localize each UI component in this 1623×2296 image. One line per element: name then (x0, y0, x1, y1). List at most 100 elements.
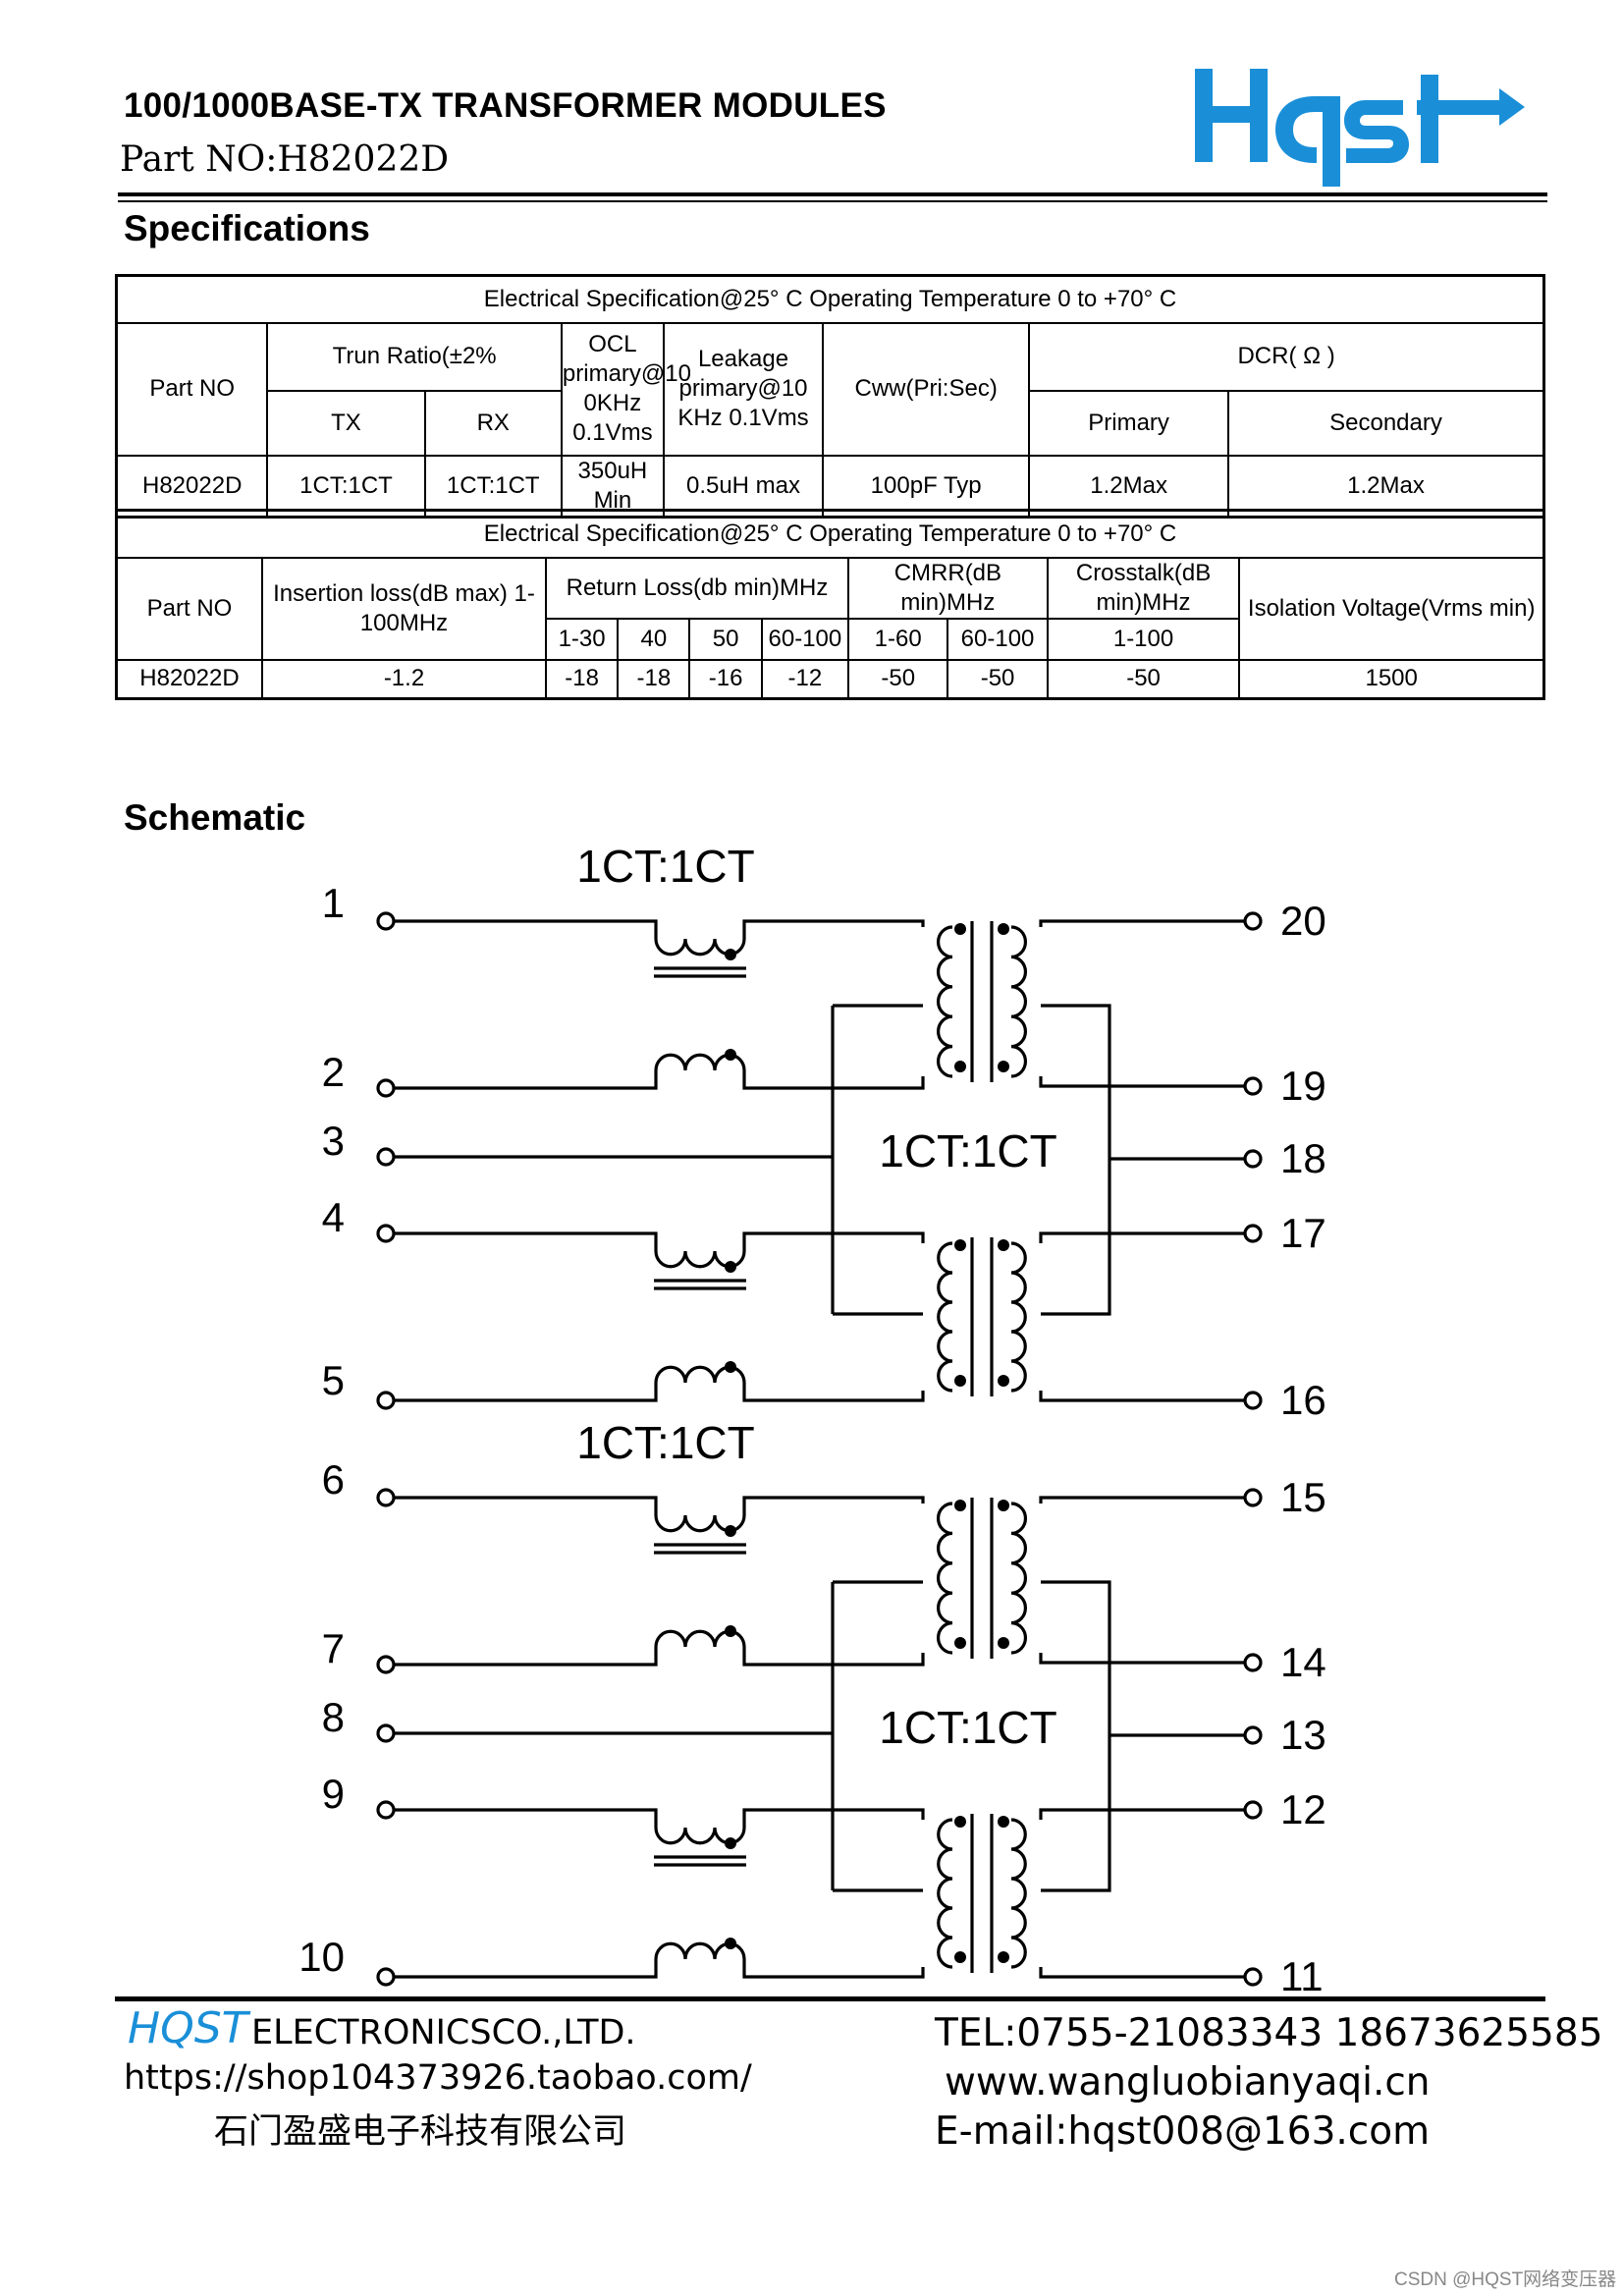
col-header-dcr-secondary: Secondary (1226, 389, 1545, 457)
pin-terminal (1243, 1391, 1263, 1410)
polarity-dot (954, 1061, 966, 1072)
rl-band: 1-30 (544, 617, 620, 661)
pin-label: 17 (1280, 1210, 1326, 1256)
pin-label: 13 (1280, 1712, 1326, 1758)
polarity-dot (725, 1938, 736, 1949)
cell-part: H82022D (115, 658, 263, 700)
wire (742, 1383, 925, 1402)
cell-dcr-primary: 1.2Max (1028, 454, 1229, 518)
pin-label: 20 (1280, 898, 1326, 944)
electrical-spec-table-1: Electrical Specification@25° C Operating… (115, 274, 1545, 519)
col-header-leakage: Leakage primary@10 KHz 0.1Vms (662, 321, 825, 457)
cell-crosstalk: -50 (1046, 658, 1241, 700)
polarity-dot (998, 1061, 1009, 1072)
col-header-cww: Cww(Pri:Sec) (822, 321, 1031, 457)
pin-label: 2 (322, 1049, 345, 1095)
polarity-dot (725, 1261, 736, 1273)
document-title: 100/1000BASE-TX TRANSFORMER MODULES (124, 86, 887, 125)
transformer-winding (1010, 1241, 1027, 1393)
transformer-winding (937, 925, 953, 1078)
col-header-tx: TX (266, 389, 426, 457)
col-header-insertion-loss: Insertion loss(dB max) 1-100MHz (261, 556, 547, 661)
col-header-rx: RX (423, 389, 563, 457)
cmrr-band: 1-60 (847, 617, 949, 661)
footer-shop-link[interactable]: https://shop104373926.taobao.com/ (124, 2058, 752, 2098)
pin-label: 6 (322, 1456, 345, 1503)
specifications-heading: Specifications (124, 208, 370, 248)
pin-label: 18 (1280, 1135, 1326, 1181)
pin-terminal (1243, 1076, 1263, 1096)
cell-rl: -18 (544, 658, 620, 700)
wire (742, 919, 925, 939)
pin-label: 19 (1280, 1063, 1326, 1109)
schematic-heading: Schematic (124, 797, 306, 838)
pin-terminal (376, 1967, 396, 1987)
col-header-dcr-primary: Primary (1028, 389, 1229, 457)
wire (394, 1383, 658, 1402)
transformer-ratio-label: 1CT:1CT (879, 1702, 1056, 1753)
wire (742, 1496, 925, 1515)
wire (394, 1231, 658, 1251)
transformer-winding (1010, 1818, 1027, 1969)
cell-ocl: 350uH Min (560, 454, 665, 518)
table-row: H82022D -1.2 -18 -18 -16 -12 -50 -50 -50… (115, 658, 1545, 700)
pin-terminal (376, 1147, 396, 1167)
polarity-dot (998, 1239, 1009, 1251)
transformer-winding (937, 1818, 953, 1969)
part-number: Part NO:H82022D (120, 139, 450, 180)
wire (1039, 1076, 1245, 1088)
wire (1039, 1808, 1245, 1820)
cell-cww: 100pF Typ (822, 454, 1031, 518)
table-row: H82022D 1CT:1CT 1CT:1CT 350uH Min 0.5uH … (115, 454, 1545, 518)
polarity-dot (998, 1951, 1009, 1963)
transformer-winding (1010, 1502, 1027, 1655)
polarity-dot (998, 1500, 1009, 1511)
wire (1039, 1496, 1245, 1503)
pin-terminal (1243, 1488, 1263, 1507)
transformer-schematic: 1234520191817161CT:1CT1CT:1CT67891015141… (298, 841, 1326, 1999)
pin-label: 7 (322, 1625, 345, 1671)
transformer-winding (937, 1241, 953, 1393)
cell-rl: -18 (617, 658, 691, 700)
polarity-dot (954, 1951, 966, 1963)
cell-part: H82022D (115, 454, 269, 518)
pin-terminal (376, 1391, 396, 1410)
rl-band: 40 (617, 617, 691, 661)
cell-insertion: -1.2 (261, 658, 547, 700)
pin-label: 3 (322, 1118, 345, 1164)
footer-email-link[interactable]: E-mail:hqst008@163.com (935, 2109, 1431, 2154)
pin-terminal (376, 1224, 396, 1243)
pin-label: 15 (1280, 1474, 1326, 1520)
cell-rl: -16 (688, 658, 763, 700)
polarity-dot (725, 1361, 736, 1373)
footer-brand: HQST (128, 2003, 248, 2053)
pin-terminal (1243, 911, 1263, 931)
header-rule-thin (118, 200, 1547, 202)
col-header-ocl: OCL primary@10 0KHz 0.1Vms (560, 321, 691, 457)
pin-terminal (1243, 1967, 1263, 1987)
choke-ratio-label: 1CT:1CT (576, 841, 754, 892)
pin-terminal (376, 1655, 396, 1674)
cell-leakage: 0.5uH max (662, 454, 825, 518)
electrical-spec-table-2: Electrical Specification@25° C Operating… (115, 509, 1545, 700)
col-header-turn-ratio: Trun Ratio(±2% (266, 321, 563, 392)
polarity-dot (725, 1049, 736, 1061)
pin-label: 16 (1280, 1377, 1326, 1423)
col-header-part-no: Part NO (115, 556, 263, 661)
table-caption: Electrical Specification@25° C Operating… (115, 509, 1545, 559)
polarity-dot (954, 1239, 966, 1251)
wire (394, 1808, 658, 1828)
polarity-dot (954, 1637, 966, 1649)
cell-rx: 1CT:1CT (423, 454, 563, 518)
transformer-winding (1010, 925, 1027, 1078)
wire (394, 1496, 658, 1515)
pin-label: 5 (322, 1357, 345, 1403)
polarity-dot (954, 1816, 966, 1828)
footer-website-link[interactable]: www.wangluobianyaqi.cn (945, 2060, 1431, 2105)
wire (394, 1070, 658, 1090)
cell-cmrr: -50 (847, 658, 949, 700)
polarity-dot (998, 1816, 1009, 1828)
cell-tx: 1CT:1CT (266, 454, 426, 518)
wire (394, 1959, 658, 1979)
cell-isolation: 1500 (1238, 658, 1545, 700)
